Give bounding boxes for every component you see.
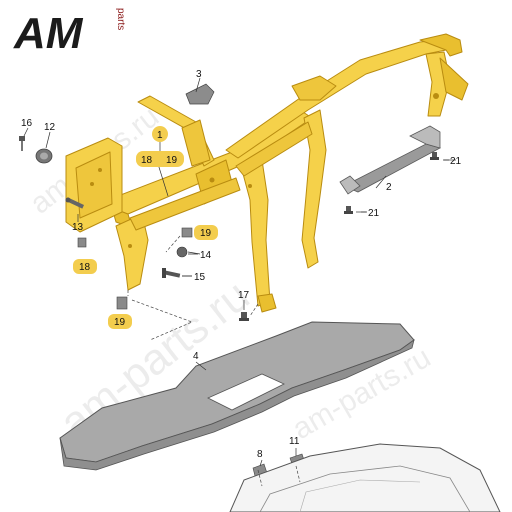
highlight-badges (73, 126, 218, 329)
bolt-17 (239, 312, 249, 321)
label-dashes (182, 159, 449, 277)
dashboard-assembly (229, 443, 501, 512)
bracket-3 (185, 83, 215, 105)
callout-18-left: 18 (79, 262, 91, 273)
callout-17: 17 (238, 290, 250, 301)
callout-14: 14 (200, 250, 212, 261)
clip-19-a (181, 227, 193, 238)
logo-suffix: parts (115, 8, 126, 30)
clip-18 (77, 237, 87, 248)
callout-13: 13 (72, 222, 84, 233)
callout-12: 12 (44, 122, 56, 133)
bolt-21-a (430, 152, 439, 160)
side-rail-bracket (339, 125, 442, 195)
callout-21-lower: 21 (368, 208, 380, 219)
grommet-12 (35, 148, 53, 164)
bolt-15 (162, 268, 181, 278)
callout-4: 4 (193, 351, 199, 362)
callout-15: 15 (194, 272, 206, 283)
callout-1: 1 (157, 130, 163, 141)
callout-16: 16 (21, 118, 33, 129)
callout-19-mid: 19 (200, 228, 212, 239)
callout-8: 8 (257, 449, 263, 460)
callout-labels: 3 16 12 1 18 19 21 2 21 13 19 14 18 15 1… (21, 69, 462, 460)
bolt-16 (19, 136, 25, 151)
stud-13 (65, 197, 85, 209)
callout-19-bottom: 19 (114, 317, 126, 328)
bolt-21-b (344, 206, 353, 214)
callout-11: 11 (289, 436, 300, 447)
cross-member-frame (65, 33, 469, 313)
logo-text: AM (13, 9, 84, 58)
callout-19-top: 19 (166, 155, 178, 166)
dashed-leaders (127, 235, 301, 487)
callout-21-upper: 21 (450, 156, 462, 167)
frame-holes (90, 93, 439, 248)
clip-19-b (116, 296, 128, 310)
brand-logo: AM parts (13, 8, 126, 58)
nut-14 (176, 246, 188, 258)
callout-3: 3 (196, 69, 202, 80)
callout-18-top: 18 (141, 155, 153, 166)
insulation-panel (59, 321, 415, 471)
callout-2: 2 (386, 182, 392, 193)
